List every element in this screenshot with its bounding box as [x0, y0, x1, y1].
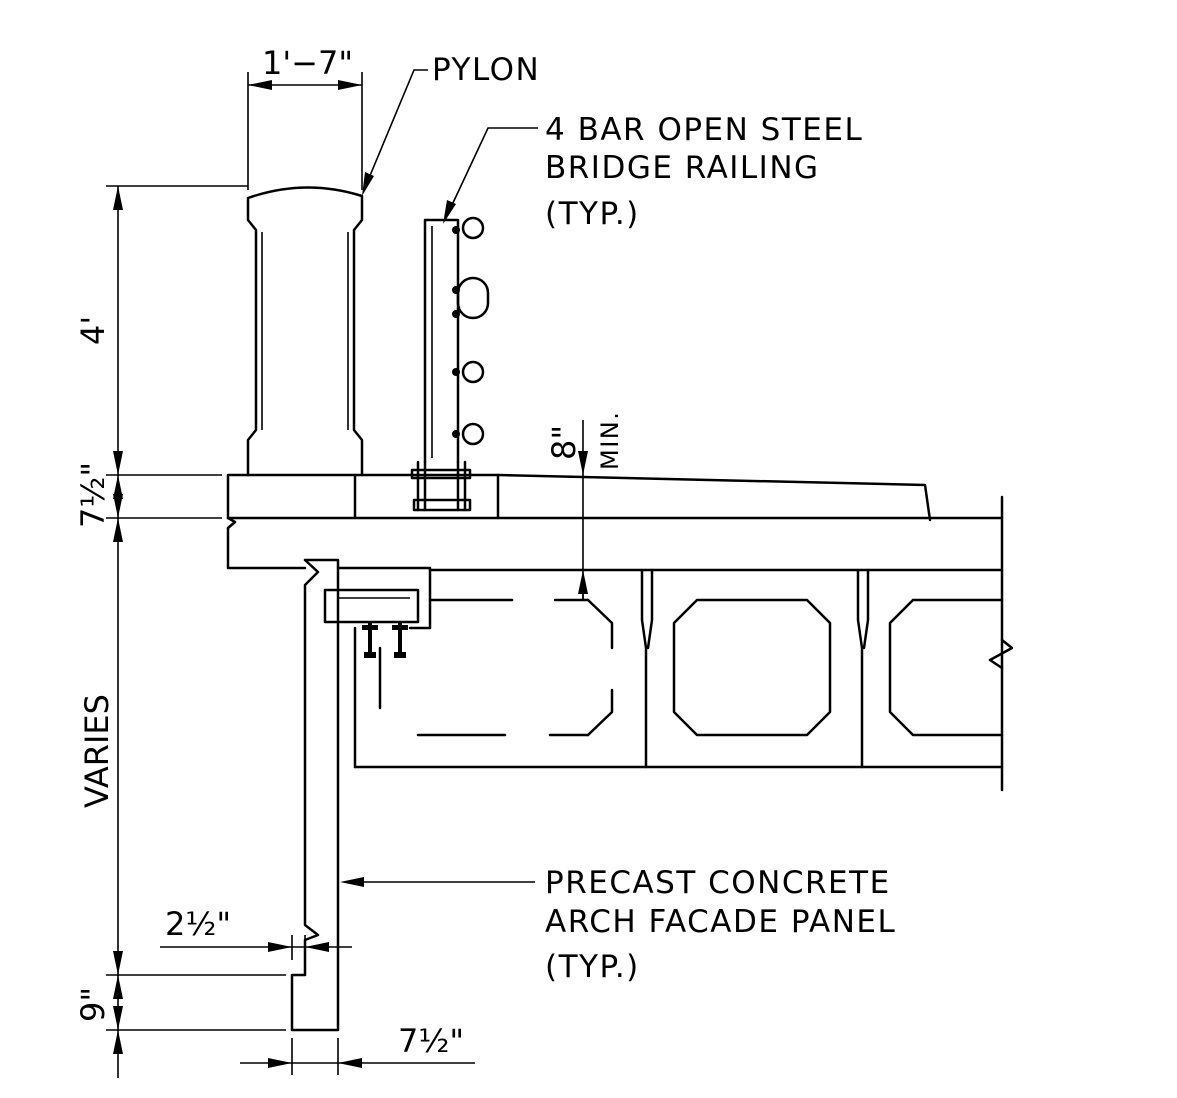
railing-label-line3: (TYP.): [545, 196, 640, 232]
panel-thickness-dim: 7½": [398, 1022, 464, 1060]
panel-label-line1: PRECAST CONCRETE: [545, 865, 891, 901]
panel-label-line3: (TYP.): [545, 949, 640, 985]
pylon-width-dim: 1'−7": [262, 44, 353, 82]
railing-min-value: 8": [545, 425, 583, 460]
pylon-height-dim: 4': [74, 316, 112, 345]
panel-label-line2: ARCH FACADE PANEL: [545, 904, 896, 940]
anchor-bolts: [362, 622, 408, 658]
railing-label-line1: 4 BAR OPEN STEEL: [545, 112, 863, 148]
deck-slab: [226, 473, 1004, 792]
varies-dim: VARIES: [78, 694, 116, 808]
pylon: [246, 186, 364, 477]
railing-min-suffix: MIN.: [596, 411, 624, 470]
railing-label-line2: BRIDGE RAILING: [545, 150, 820, 186]
pylon-label: PYLON: [432, 52, 540, 88]
bottom-ledge-dim: 9": [74, 987, 112, 1022]
dimension-lines: [106, 72, 588, 1078]
leader-lines: [340, 69, 538, 887]
box-beams: [353, 568, 1014, 769]
bridge-railing: [410, 216, 490, 512]
deck-thickness-dim: 7½": [74, 462, 112, 528]
ledge-offset-dim: 2½": [165, 905, 231, 943]
